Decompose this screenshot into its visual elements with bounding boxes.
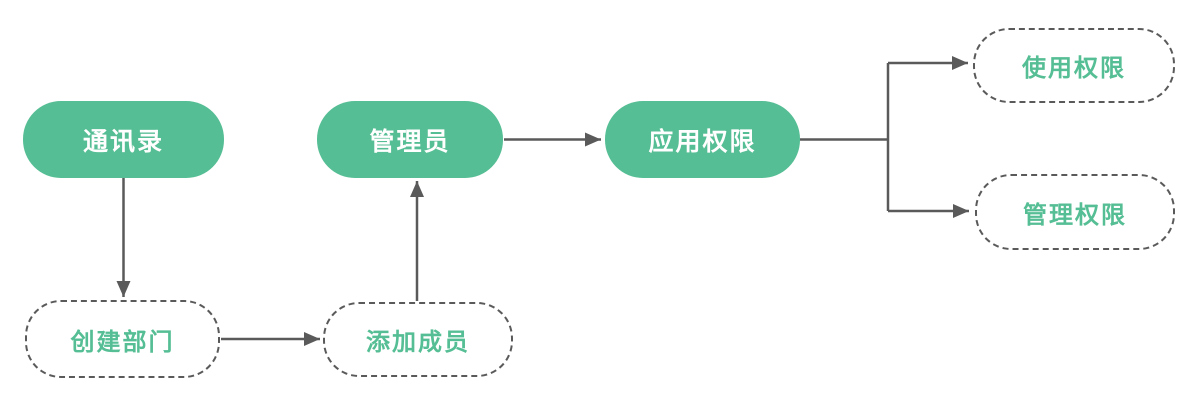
node-use-permission: 使用权限 xyxy=(973,28,1175,103)
node-contacts: 通讯录 xyxy=(23,101,224,178)
node-app-permission: 应用权限 xyxy=(605,101,800,178)
node-label: 使用权限 xyxy=(1022,55,1126,82)
node-add-member: 添加成员 xyxy=(323,302,513,377)
node-create-department: 创建部门 xyxy=(25,300,220,378)
node-admin: 管理员 xyxy=(317,101,503,178)
node-label: 管理权限 xyxy=(1023,201,1127,229)
node-label: 创建部门 xyxy=(70,328,175,356)
node-label: 通讯录 xyxy=(82,127,164,156)
node-label: 添加成员 xyxy=(366,329,470,356)
node-label: 管理员 xyxy=(369,127,451,156)
node-manage-permission: 管理权限 xyxy=(975,174,1175,250)
edge-app-permission-branch-trunk xyxy=(800,63,890,211)
node-label: 应用权限 xyxy=(648,127,757,156)
